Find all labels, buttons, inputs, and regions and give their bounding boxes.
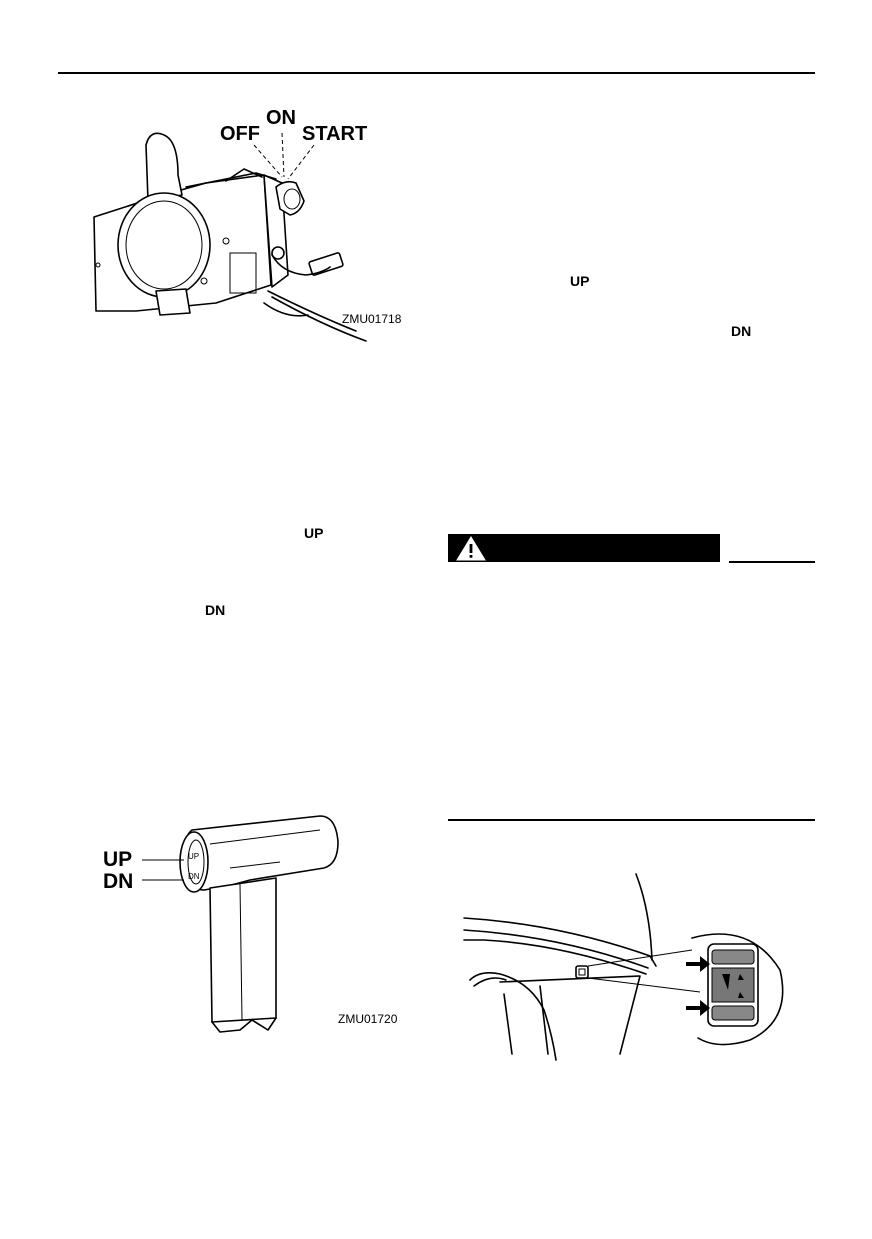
figure-code: ZMU01718	[342, 312, 402, 326]
figure-cowling-trim-switch	[460, 870, 800, 1070]
tiller-handle-illustration	[142, 815, 339, 1033]
inline-label-up: UP	[570, 273, 590, 289]
inline-label-up-left: UP	[304, 525, 324, 541]
label-on: ON	[266, 107, 296, 129]
figure-code: ZMU01720	[338, 1012, 398, 1026]
label-off: OFF	[220, 123, 260, 145]
label-up: UP	[103, 848, 133, 871]
label-dn: DN	[103, 870, 134, 893]
switch-up-button[interactable]: UP	[188, 852, 200, 861]
inline-label-dn-left: DN	[205, 602, 226, 618]
warning-banner	[448, 534, 720, 562]
remote-control-illustration	[93, 132, 367, 342]
arrow-right-icon	[686, 1000, 710, 1016]
figure-tiller-trim-switch: UP DN UP DN ZMU01720	[100, 808, 420, 1038]
tilt-trim-icon	[722, 974, 730, 990]
section-rule	[448, 819, 815, 821]
warning-triangle-icon	[456, 536, 486, 561]
header-rule	[58, 72, 815, 74]
warning-rule	[729, 561, 815, 563]
arrow-right-icon	[686, 956, 710, 972]
figure-remote-control-key-switch: OFF ON START ZMU01718	[86, 105, 416, 345]
label-start: START	[302, 123, 368, 145]
switch-dn-button[interactable]: DN	[188, 872, 200, 881]
outboard-cowling-illustration	[463, 873, 784, 1061]
inline-label-dn: DN	[731, 323, 752, 339]
